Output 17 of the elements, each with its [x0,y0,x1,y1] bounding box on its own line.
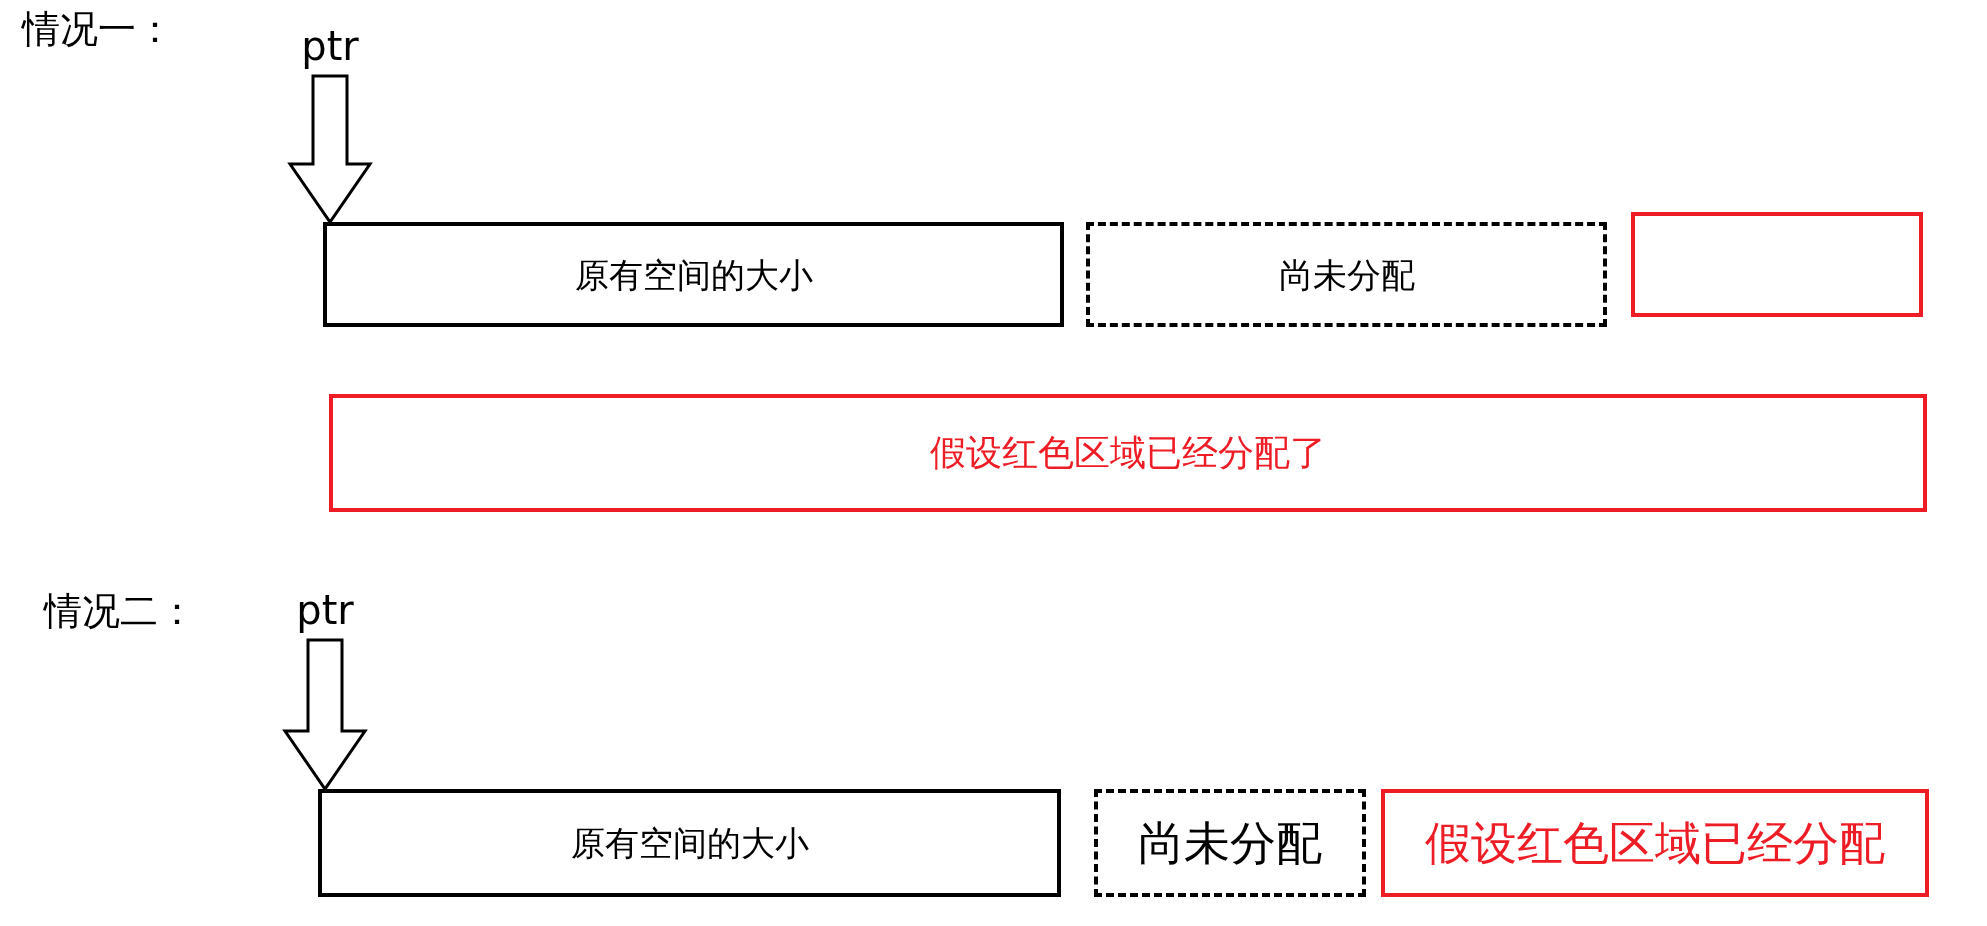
block-label: 假设红色区域已经分配 [1425,820,1885,866]
allocated-region-box [329,394,1927,512]
case-heading: 情况一： [22,10,174,48]
block-label: 原有空间的大小 [574,257,813,292]
block-arrow [287,74,373,225]
allocated-block [1381,789,1929,897]
block-label: 假设红色区域已经分配了 [930,435,1326,471]
memory-block [318,789,1061,897]
unallocated-block [1086,222,1607,327]
allocated-block [1631,212,1923,317]
memory-block [323,222,1064,327]
block-label: 尚未分配 [1138,820,1322,866]
block-label: 尚未分配 [1278,257,1415,292]
unallocated-block [1094,789,1366,897]
block-arrow [282,638,368,792]
block-label: 原有空间的大小 [570,826,809,860]
case-heading: 情况二： [44,592,196,630]
